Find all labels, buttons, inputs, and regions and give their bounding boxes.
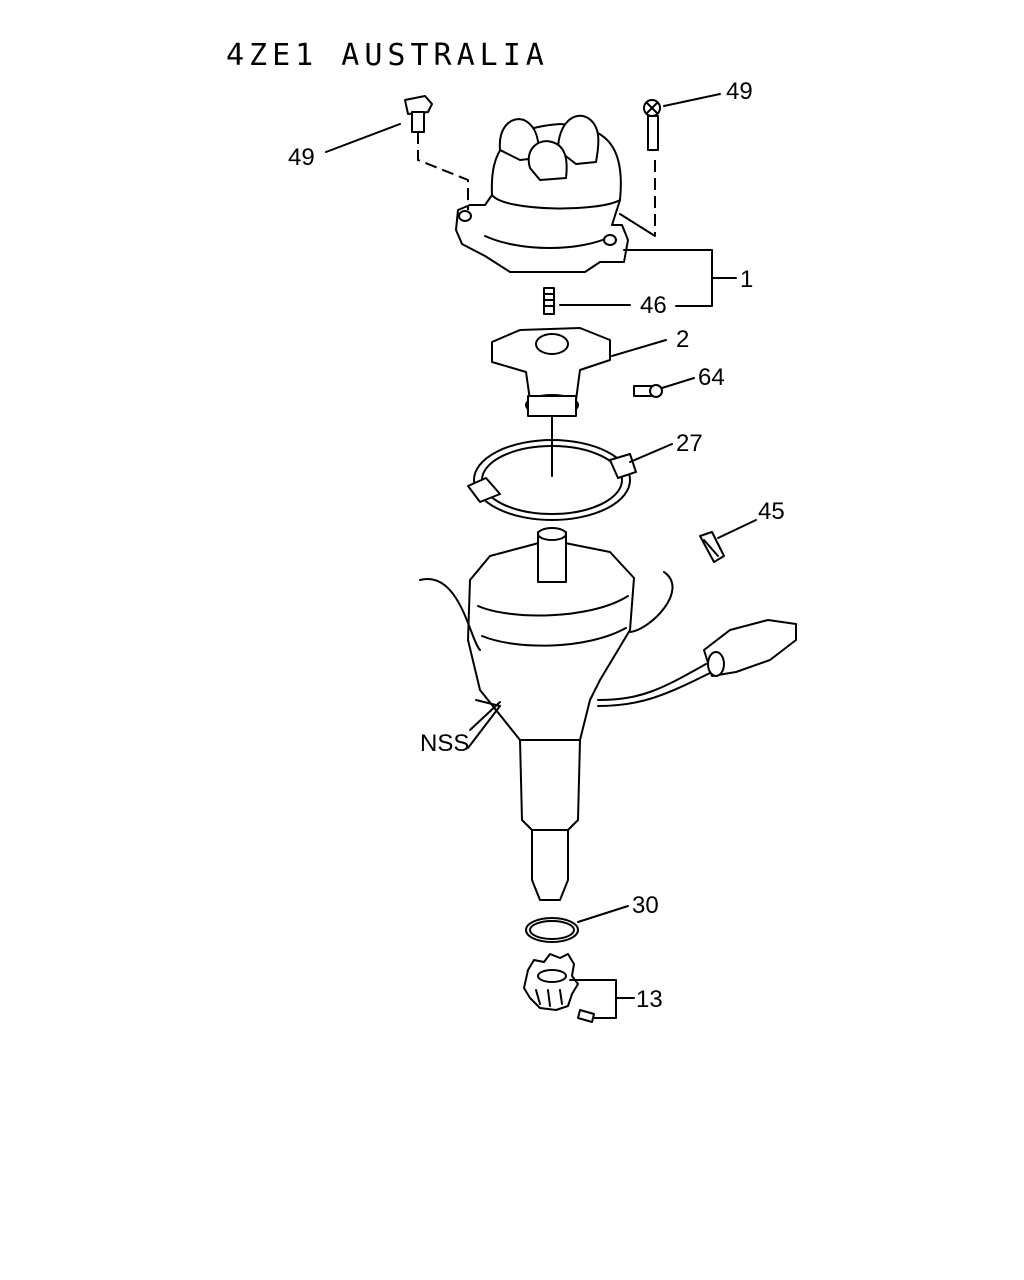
callout-27: 27 bbox=[676, 430, 703, 457]
callout-49-left: 49 bbox=[288, 144, 315, 171]
diagram-title: 4ZE1 AUSTRALIA bbox=[226, 38, 549, 73]
bolt-49-right bbox=[619, 93, 721, 237]
callout-nss: NSS bbox=[420, 730, 470, 757]
callout-2: 2 bbox=[676, 326, 690, 353]
callout-1: 1 bbox=[740, 266, 754, 293]
callout-13: 13 bbox=[636, 986, 663, 1013]
callout-64: 64 bbox=[698, 364, 725, 391]
callout-30: 30 bbox=[632, 892, 659, 919]
bolt-49-left bbox=[325, 95, 469, 210]
distributor-cap bbox=[455, 114, 629, 273]
gear-13 bbox=[523, 953, 635, 1023]
o-ring-30 bbox=[525, 905, 629, 943]
leader-1-bracket bbox=[623, 249, 713, 307]
screw-64 bbox=[633, 377, 695, 398]
distributor-body bbox=[419, 527, 797, 901]
callout-49-right: 49 bbox=[726, 78, 753, 105]
screw-46 bbox=[543, 287, 631, 315]
callout-45: 45 bbox=[758, 498, 785, 525]
callout-46: 46 bbox=[640, 292, 667, 319]
rotor bbox=[491, 327, 667, 477]
clip-45 bbox=[699, 519, 757, 563]
leader-nss bbox=[469, 701, 501, 731]
gasket-27 bbox=[467, 439, 673, 521]
